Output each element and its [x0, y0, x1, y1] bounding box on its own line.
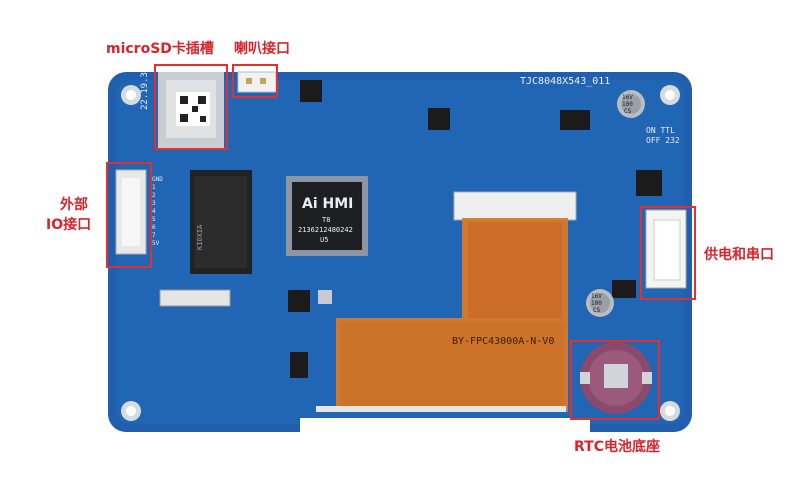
small-chip — [290, 352, 308, 378]
microsd-callout: microSD卡插槽 — [106, 41, 214, 57]
microsd-slot — [158, 72, 224, 148]
speaker-highlight-box — [232, 64, 278, 98]
pin-label: 7 — [152, 232, 156, 239]
pin-label: 5 — [152, 216, 156, 223]
model-silkscreen: TJC8048X543_011 — [520, 76, 611, 87]
external-io-highlight-box — [106, 162, 152, 268]
cap2-value: 100 — [591, 300, 602, 307]
mcu-serial: 2136212480242 — [298, 226, 353, 234]
flash-chip-face — [195, 176, 247, 268]
top-chip — [428, 108, 450, 130]
fpc-ribbon — [336, 218, 568, 412]
pin-label: 6 — [152, 224, 156, 231]
bottom-fpc-connector — [159, 289, 231, 307]
mcu-ref: U5 — [320, 236, 329, 244]
regulator-chip — [288, 290, 310, 312]
pin-label: 1 — [152, 184, 156, 191]
serial-chip — [636, 170, 662, 196]
pin-label: GND — [152, 176, 163, 183]
mounting-holes — [121, 85, 680, 421]
pin-label: 5V — [152, 240, 160, 247]
rtc-highlight-box — [570, 340, 660, 420]
pin-label: 3 — [152, 200, 156, 207]
mcu-code: T8 — [322, 216, 331, 224]
cap2-voltage: 16V — [591, 293, 602, 300]
cap1-value: 100 — [622, 101, 633, 108]
pin-label: 2 — [152, 192, 156, 199]
power-serial-callout: 供电和串口 — [704, 247, 774, 263]
power-serial-connector — [645, 209, 687, 289]
cap1-voltage: 16V — [622, 94, 633, 101]
inductor — [318, 290, 332, 304]
pcb-bottom-notch — [300, 418, 590, 436]
off-232-silkscreen: OFF 232 — [646, 136, 680, 145]
white-strip — [316, 406, 566, 412]
power-serial-highlight-box — [640, 206, 696, 300]
amp-chip — [300, 80, 322, 102]
capacitor-bottom — [586, 289, 614, 317]
external-io-connector — [115, 169, 147, 255]
rtc-callout: RTC电池底座 — [574, 439, 660, 455]
date-silkscreen: 22.19.3 — [140, 72, 150, 110]
microsd-highlight-box — [154, 64, 228, 150]
fpc-connector-top — [453, 191, 577, 221]
mcu-brand: Ai HMI — [302, 196, 354, 212]
cap1-series: CS — [624, 108, 632, 115]
pin-label: 4 — [152, 208, 156, 215]
rtc-battery-holder — [580, 342, 652, 414]
fpc-silkscreen: BY-FPC43000A-N-V0 — [452, 336, 555, 347]
io-pin-labels: GND 1 2 3 4 5 6 7 5V — [152, 176, 163, 248]
external-io-callout-line1: 外部 — [60, 197, 88, 213]
ram-silkscreen: KIOXIA — [196, 224, 204, 250]
right-chip — [612, 280, 636, 298]
speaker-callout: 喇叭接口 — [234, 41, 290, 57]
on-ttl-silkscreen: ON TTL — [646, 126, 675, 135]
external-io-callout-line2: IO接口 — [46, 217, 92, 233]
top-right-chip — [560, 110, 590, 130]
mcu-chip-body — [292, 182, 362, 250]
capacitor-top — [617, 90, 645, 118]
cap2-series: CS — [593, 307, 601, 314]
